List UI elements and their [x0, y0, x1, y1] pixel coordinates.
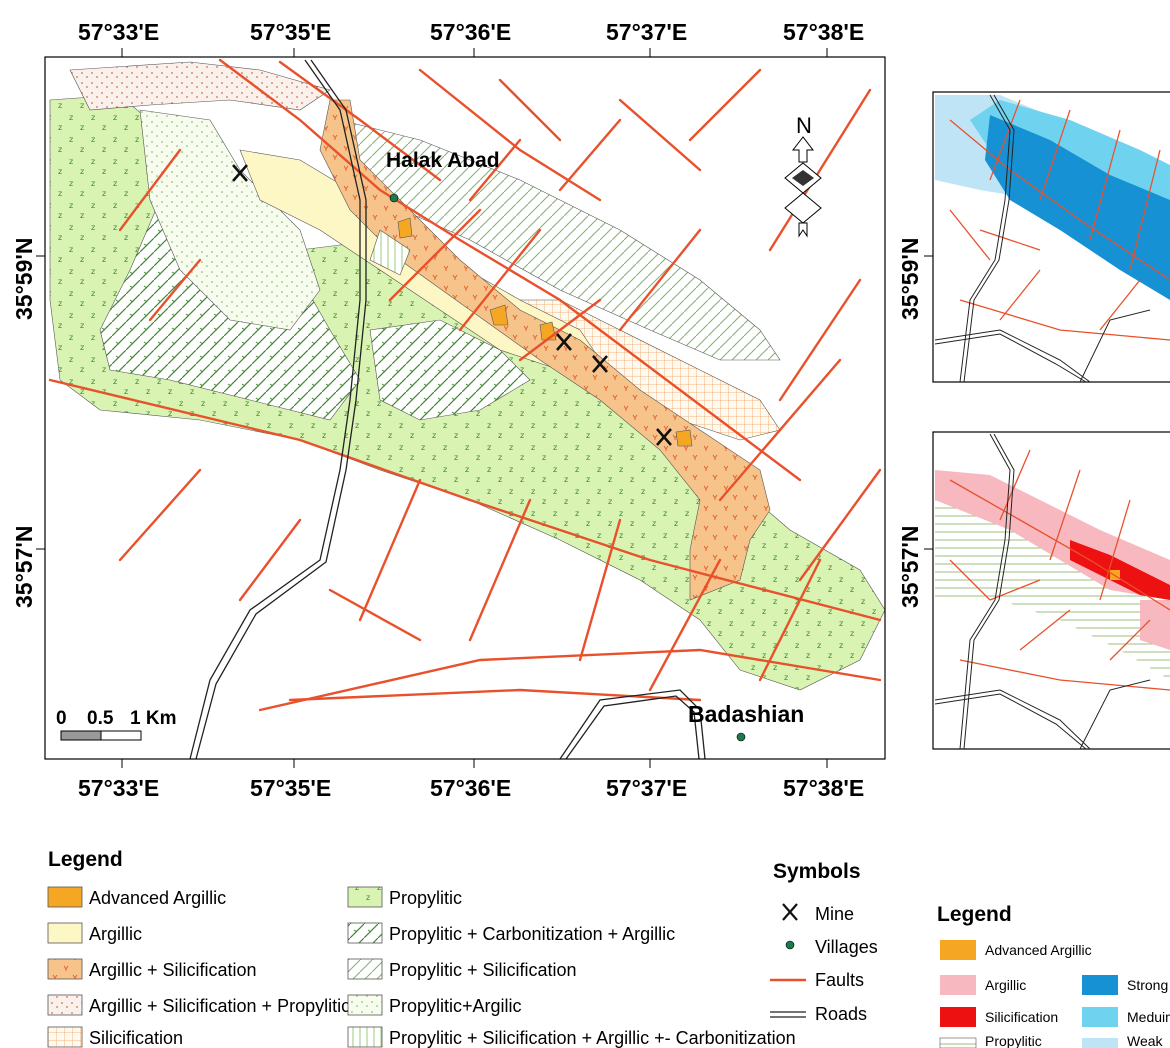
legend-small-swatch [940, 940, 976, 960]
propylitic-argillic-unit [139, 109, 321, 331]
legend-label: Propylitic + Silicification + Argillic +… [389, 1028, 796, 1048]
argillic-silicification-unit [319, 99, 771, 601]
legend-label: Propylitic + Carbonitization + Argillic [389, 924, 675, 944]
svg-text:57°38'E: 57°38'E [783, 775, 864, 801]
legend-small-title: Legend [937, 903, 1012, 926]
village-badashian [736, 732, 746, 742]
bottom-tick-labels: 57°33'E 57°35'E 57°36'E 57°37'E 57°38'E [78, 759, 864, 801]
legend-small-label: Weak [1127, 1033, 1164, 1048]
legend-label: Propylitic+Argilic [389, 996, 522, 1016]
legend-label: Argillic [89, 924, 142, 944]
mines [232, 164, 672, 446]
legend-swatch [47, 958, 83, 980]
legend-small-swatch [1082, 1007, 1118, 1027]
svg-text:57°37'E: 57°37'E [606, 775, 687, 801]
legend-small-swatch [940, 1007, 976, 1027]
symbols-legend: Symbols Mine Villages Faults Roads [770, 860, 878, 1024]
svg-text:57°36'E: 57°36'E [430, 775, 511, 801]
legend-small-label: Advanced Argillic [985, 942, 1092, 958]
legend-swatch [347, 958, 383, 980]
legend-small-label: Propylitic [985, 1033, 1042, 1048]
legend-swatch [47, 994, 83, 1016]
propylitic-silicification-unit [339, 119, 781, 361]
advanced-argillic-unit-2 [489, 304, 509, 326]
legend-small-swatch [939, 1037, 977, 1048]
legend-swatch [347, 886, 383, 908]
svg-text:57°37'E: 57°37'E [606, 19, 687, 45]
legend-swatch [47, 1026, 83, 1048]
left-tick-labels: 35°59'N 35°57'N [11, 238, 45, 608]
place-label-halak-abad: Halak Abad [386, 149, 500, 172]
place-label-badashian: Badashian [688, 701, 804, 727]
legend-swatch [347, 994, 383, 1016]
x-mark-icon [782, 903, 798, 921]
inset-tick-label: 35°59'N [897, 238, 923, 320]
village-halak-abad [389, 193, 399, 203]
village-dot-icon [785, 940, 795, 950]
legend-small: Legend Advanced Argillic Argillic Silici… [937, 903, 1170, 1048]
legend-label: Propylitic [389, 888, 462, 908]
north-arrow-icon: N [784, 113, 822, 238]
inset-map-intensity: 35°59'N [897, 91, 1170, 383]
legend-label: Argillic + Silicification + Propylitic [89, 996, 350, 1016]
inset-tick-label: 35°57'N [897, 526, 923, 608]
svg-text:57°38'E: 57°38'E [783, 19, 864, 45]
faults [48, 58, 882, 712]
symbol-label: Roads [815, 1004, 867, 1024]
argillic-silicification-propylitic-unit [69, 61, 331, 111]
symbol-label: Villages [815, 937, 878, 957]
svg-text:57°36'E: 57°36'E [430, 19, 511, 45]
legend-swatch [47, 922, 83, 944]
legend-small-swatch [1082, 1038, 1118, 1048]
legend-small-label: Silicification [985, 1009, 1058, 1025]
svg-text:57°35'E: 57°35'E [250, 19, 331, 45]
symbols-title: Symbols [773, 860, 861, 883]
legend-small-swatch [1082, 975, 1118, 995]
legend-label: Silicification [89, 1028, 183, 1048]
road-line-icon [770, 1011, 806, 1018]
symbol-label: Mine [815, 904, 854, 924]
scale-label: 0 [56, 708, 67, 729]
mine-marker [556, 333, 572, 351]
legend-label: Propylitic + Silicification [389, 960, 577, 980]
legend-title: Legend [48, 848, 123, 871]
scale-label: 1 Km [130, 708, 176, 729]
legend-small-swatch [940, 975, 976, 995]
svg-text:57°33'E: 57°33'E [78, 19, 159, 45]
legend-small-label: Strong [1127, 977, 1168, 993]
top-tick-labels: 57°33'E 57°35'E 57°36'E 57°37'E 57°38'E [78, 19, 864, 57]
svg-text:57°33'E: 57°33'E [78, 775, 159, 801]
scale-bar: 0 0.5 1 Km [56, 708, 176, 741]
mine-marker [232, 164, 248, 182]
svg-text:35°59'N: 35°59'N [11, 238, 37, 320]
svg-text:35°57'N: 35°57'N [11, 526, 37, 608]
advanced-argillic-unit [397, 217, 413, 239]
legend-label: Argillic + Silicification [89, 960, 257, 980]
mine-marker [656, 428, 672, 446]
mine-marker [592, 355, 608, 373]
roads [189, 59, 706, 759]
svg-text:57°35'E: 57°35'E [250, 775, 331, 801]
main-map: Halak Abad Badashian N 0 0.5 1 Km 57°33'… [11, 19, 886, 801]
propylitic-carbonitization-unit-2 [369, 319, 531, 421]
symbol-label: Faults [815, 970, 864, 990]
inset-map-alteration: 35°57'N [897, 431, 1170, 750]
propylitic-silicification-argillic-carbonitization-unit [369, 229, 411, 276]
legend-swatch [347, 922, 383, 944]
scale-label: 0.5 [87, 708, 114, 729]
legend-label: Advanced Argillic [89, 888, 226, 908]
legend-small-label: Argillic [985, 977, 1026, 993]
legend-main: Legend Advanced Argillic Argillic Argill… [47, 848, 796, 1048]
legend-small-label: Meduim [1127, 1009, 1170, 1025]
svg-text:N: N [796, 113, 812, 138]
legend-swatch [47, 886, 83, 908]
legend-swatch [347, 1026, 383, 1048]
advanced-argillic-unit-4 [675, 429, 693, 447]
